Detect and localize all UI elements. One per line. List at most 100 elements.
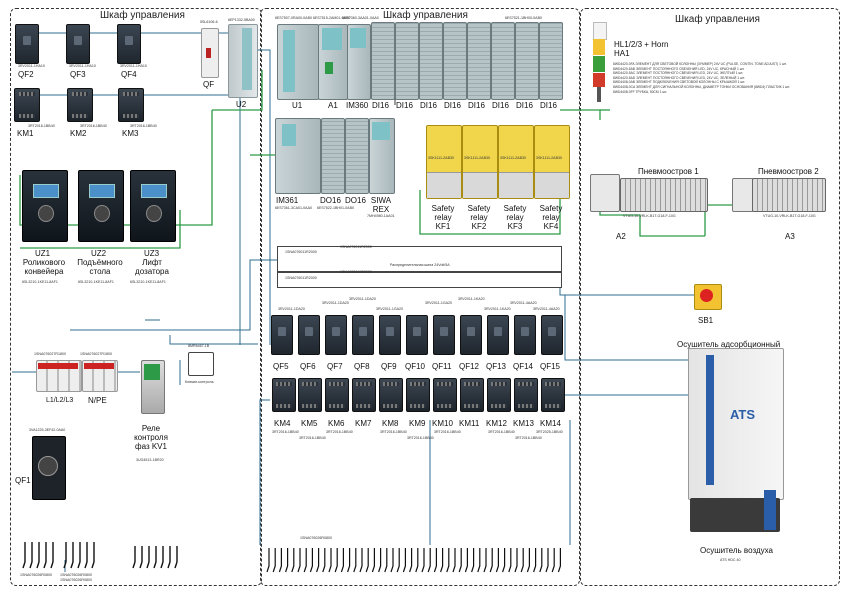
contactor-km3[interactable]: [118, 88, 144, 122]
plc-di-5[interactable]: [467, 22, 491, 100]
plc-di-7[interactable]: [515, 22, 539, 100]
contactor-km3-label: KM3: [122, 129, 139, 138]
breaker-qf5[interactable]: [271, 315, 293, 355]
kf2-label: Safety relay KF2: [467, 204, 491, 231]
contactor-km9[interactable]: [406, 378, 430, 412]
safety-relay-kf3[interactable]: [498, 125, 534, 199]
km14-code: 3RT2025-1BB40: [536, 430, 563, 434]
contactor-km1[interactable]: [14, 88, 40, 122]
breaker-qf7[interactable]: [325, 315, 347, 355]
breaker-qf10[interactable]: [406, 315, 428, 355]
breaker-qf4[interactable]: [117, 24, 141, 64]
signal-column-white-icon: [593, 22, 607, 40]
contactor-km11[interactable]: [460, 378, 484, 412]
contactor-km2[interactable]: [67, 88, 93, 122]
drive-uz1[interactable]: [22, 170, 68, 242]
safety-relay-kf1[interactable]: [426, 125, 462, 199]
signal-column[interactable]: [593, 22, 607, 104]
contactor-km8[interactable]: [379, 378, 403, 412]
kf2-code: 3SK1111-2AB30: [464, 156, 490, 160]
km13-code: 3RT2016-1BB40: [515, 436, 542, 440]
breaker-qf3[interactable]: [66, 24, 90, 64]
drive-uz1-name: Роликового конвейера: [22, 258, 66, 276]
im360-face: [350, 28, 366, 48]
do16-1-code: 6ES7522-1BH01-0AB0: [317, 206, 354, 210]
a1-face: [322, 28, 342, 50]
plc-do16-2[interactable]: [345, 118, 369, 194]
km14-label: KM14: [540, 419, 561, 428]
siwarex-label: SIWA REX: [370, 196, 392, 214]
air-dryer[interactable]: [688, 348, 784, 500]
signal-column-red-icon: [593, 73, 605, 87]
n-block-code: 1SNA076027R1800: [80, 352, 112, 356]
a1-code: 6ES7515-2AM01-0AB0: [313, 16, 351, 20]
breaker-qf8[interactable]: [352, 315, 374, 355]
contactor-km7[interactable]: [352, 378, 376, 412]
qf13-code: 3RV2011-1KA20: [484, 307, 511, 311]
spec-line-2: 8WD4420-5AB ЭЛЕМЕНТ ПОСТОЯННОГО СВЕЧЕНИЯ…: [613, 66, 745, 71]
cabinet-left: [10, 8, 262, 586]
breaker-qf12[interactable]: [460, 315, 482, 355]
plc-di-1[interactable]: [371, 22, 395, 100]
im360-label: IM360: [346, 101, 369, 110]
contactor-km1-label: KM1: [17, 129, 34, 138]
contactor-km10[interactable]: [433, 378, 457, 412]
drive-uz3[interactable]: [130, 170, 176, 242]
contactor-km4[interactable]: [272, 378, 296, 412]
terminal-bl-code-c: 1SNA076026R0800: [60, 578, 92, 582]
pneumatic-a2-controller[interactable]: [590, 174, 620, 212]
terminals-center: [266, 548, 561, 573]
dryer-top-title: Осушитель адсорбционный: [677, 340, 781, 349]
im361-label: IM361: [276, 196, 299, 205]
plc-do16-1[interactable]: [321, 118, 345, 194]
di-3-label: DI16: [420, 101, 437, 110]
terminal-center-code: 1SNA076026R0800: [300, 536, 332, 540]
di-6-label: DI16: [492, 101, 509, 110]
im360-code: 6ES7360-3AA01-0AA0: [342, 16, 379, 20]
qf-label: QF: [203, 80, 215, 89]
pneumatic-a3-controller[interactable]: [732, 178, 754, 212]
breaker-qf13[interactable]: [487, 315, 509, 355]
l-block-red-icon: [38, 363, 78, 369]
pneumatic-island-2[interactable]: [752, 178, 826, 212]
plc-di-6[interactable]: [491, 22, 515, 100]
breaker-qf9[interactable]: [379, 315, 401, 355]
contactor-km12[interactable]: [487, 378, 511, 412]
breaker-qf2[interactable]: [15, 24, 39, 64]
contactor-km6[interactable]: [325, 378, 349, 412]
plc-di-4[interactable]: [443, 22, 467, 100]
climate-control[interactable]: [188, 352, 214, 376]
breaker-qf15[interactable]: [541, 315, 563, 355]
km10-code: 3RT2016-1BB40: [434, 430, 461, 434]
l-block-code: 1SNA076027R1800: [34, 352, 66, 356]
breaker-qf6[interactable]: [298, 315, 320, 355]
spec-line-3: 8WD4420-5AC ЭЛЕМЕНТ ПОСТОЯННОГО СВЕЧЕНИЯ…: [613, 71, 744, 76]
signal-column-green-icon: [593, 56, 605, 72]
pneumatic-island-1[interactable]: [620, 178, 708, 212]
contactor-km5[interactable]: [298, 378, 322, 412]
climate-label: Климат-контроль: [185, 380, 214, 384]
contactor-km13[interactable]: [514, 378, 538, 412]
di-5-label: DI16: [468, 101, 485, 110]
drive-uz2[interactable]: [78, 170, 124, 242]
di-7-label: DI16: [516, 101, 533, 110]
km10-label: KM10: [432, 419, 453, 428]
n-block-label: N/PE: [88, 396, 107, 405]
drive-uz1-label: UZ1: [35, 249, 51, 258]
plc-di-8[interactable]: [539, 22, 563, 100]
plc-di-3[interactable]: [419, 22, 443, 100]
cabinet-right: [580, 8, 840, 586]
safety-relay-kf4[interactable]: [534, 125, 570, 199]
spec-line-5: 8WD4408-0AB ЭЛЕМЕНТ ПОДКЛЮЧЕНИЯ СВЕТОВОЙ…: [613, 80, 746, 85]
km11-label: KM11: [459, 419, 480, 428]
breaker-qf11[interactable]: [433, 315, 455, 355]
im361-code: 6ES7361-3CA01-0AA0: [275, 206, 312, 210]
plc-im361[interactable]: [275, 118, 321, 194]
safety-relay-kf2[interactable]: [462, 125, 498, 199]
breaker-qf14[interactable]: [514, 315, 536, 355]
contactor-km14[interactable]: [541, 378, 565, 412]
contactor-km3-code: 3RT2016-1BB40: [130, 124, 157, 128]
di-code: 6ES7521-1BH00-0AB0: [505, 16, 542, 20]
qf9-label: QF9: [381, 362, 397, 371]
plc-di-2[interactable]: [395, 22, 419, 100]
